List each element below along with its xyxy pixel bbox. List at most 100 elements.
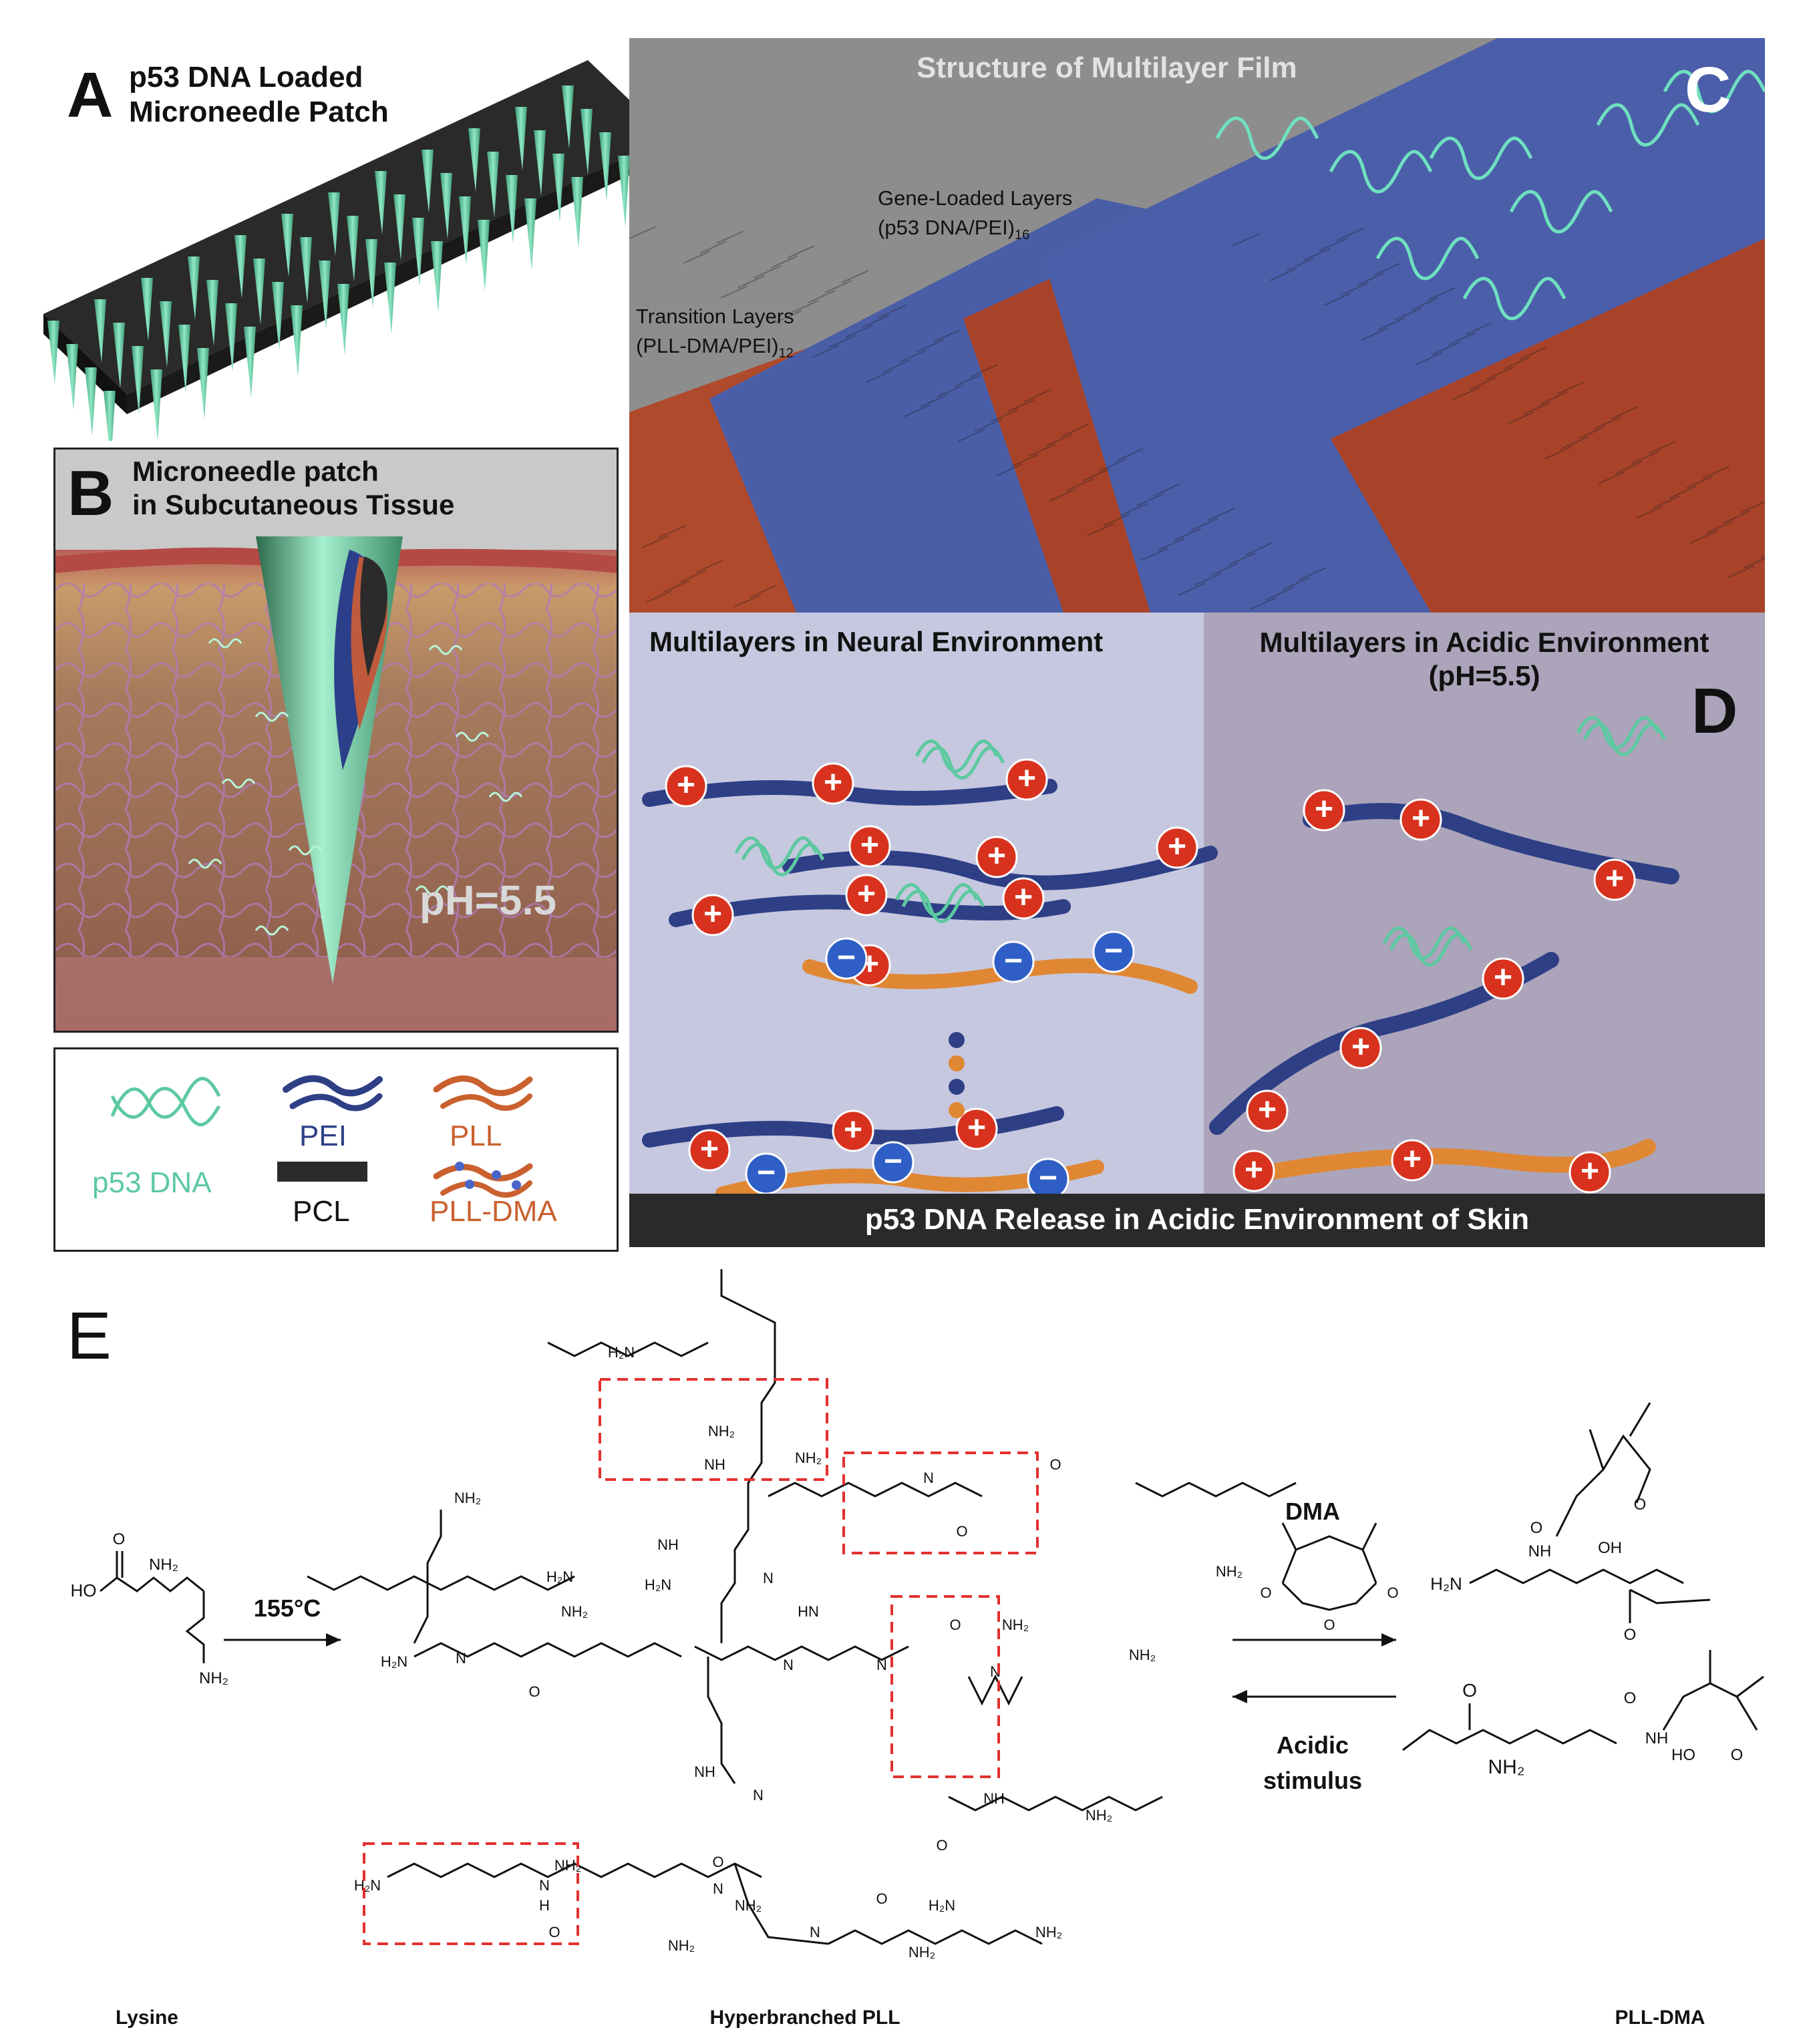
chain-bonds [1281, 1535, 1377, 1584]
plus-circle [665, 765, 707, 808]
fiber-stroke [1556, 381, 1585, 395]
transition-line1: Transition Layers [636, 305, 794, 328]
atom-label: N [763, 1570, 774, 1586]
plus-circle [1339, 1027, 1382, 1069]
transition-layers-label: Transition Layers (PLL-DMA/PEI)12 [636, 302, 794, 368]
dna-strand [415, 885, 450, 896]
microneedle-patch-illustration [43, 60, 668, 441]
atom-label: O [876, 1890, 887, 1907]
fiber-stroke [1594, 416, 1622, 430]
panel-d-left-title: Multilayers in Neural Environment [649, 626, 1104, 657]
fiber-stroke [1190, 518, 1218, 531]
plus-sign: + [1014, 880, 1033, 915]
positive-charge: + [1246, 1089, 1289, 1132]
microneedle [440, 173, 452, 239]
atom-label: O [528, 1683, 540, 1700]
plus-circle [975, 836, 1018, 878]
fiber-stroke [1577, 426, 1605, 440]
fiber-stroke [629, 226, 657, 239]
plus-sign: + [1168, 829, 1186, 864]
microneedle [468, 128, 480, 192]
minus-sign: − [757, 1155, 776, 1190]
microneedle [197, 348, 209, 419]
fiber-stroke [733, 594, 761, 608]
fiber-stroke [695, 560, 723, 573]
arrowhead [1232, 1690, 1247, 1703]
highlight-box [890, 1595, 1000, 1778]
atom-label: O [712, 1854, 723, 1870]
chain-bonds [1402, 1729, 1617, 1751]
microneedle [225, 303, 237, 372]
plus-sign: + [844, 1112, 862, 1148]
negative-charge: − [1092, 930, 1135, 973]
plus-sign: + [857, 876, 876, 912]
panel-b-letter: B [67, 458, 114, 529]
atom-label: H₂N [546, 1568, 573, 1585]
fiber-stroke [937, 384, 965, 397]
methyl-bond [1736, 1675, 1764, 1698]
negative-charge: − [872, 1141, 915, 1184]
fiber-stroke [1153, 483, 1181, 496]
fiber-stroke [862, 315, 890, 328]
microneedle [422, 150, 434, 213]
positive-charge: + [1156, 826, 1198, 869]
microneedle [515, 107, 527, 170]
microneedle [132, 346, 144, 415]
positive-charge: + [1593, 858, 1636, 901]
positive-charge: + [1339, 1027, 1382, 1069]
fiber-stroke [1061, 423, 1090, 437]
dna-strand [741, 843, 825, 876]
branch [768, 1482, 983, 1498]
fiber-stroke [1065, 478, 1094, 492]
minus-circle [825, 937, 868, 980]
atom-label: O [1634, 1496, 1647, 1514]
negative-charge: − [825, 937, 868, 980]
fiber-stroke [1544, 446, 1572, 460]
fiber-stroke [1428, 287, 1456, 301]
panel-a: A p53 DNA Loaded Microneedle Patch [0, 0, 668, 441]
panel-a-title-line1: p53 DNA Loaded [129, 61, 363, 94]
chain-bonds [733, 1863, 829, 1945]
dna-strand [255, 711, 289, 722]
fiber-stroke [1702, 466, 1730, 479]
fiber-stroke [1099, 458, 1127, 472]
atom-label: O [936, 1837, 947, 1854]
microneedle [384, 263, 396, 334]
temperature-label: 155°C [254, 1594, 321, 1622]
minus-circle [872, 1141, 915, 1184]
fiber-stroke [841, 270, 869, 283]
plus-sign: + [1412, 801, 1430, 836]
plus-circle [688, 1129, 731, 1172]
atom-label: NH [1528, 1542, 1552, 1560]
microneedle [281, 214, 293, 277]
ellipsis-dot [949, 1032, 965, 1048]
branch [387, 1862, 762, 1878]
fiber-stroke [953, 374, 981, 387]
plus-sign: + [1315, 792, 1333, 827]
fiber-stroke [1486, 367, 1514, 380]
microneedle [319, 261, 331, 329]
plldma-label: PLL-DMA [1615, 2007, 1705, 2029]
microneedle [337, 284, 349, 355]
fiber-stroke [1415, 352, 1443, 365]
atom-label: O [1624, 1626, 1637, 1644]
dna-helix [1462, 277, 1567, 321]
atom-label: NH₂ [149, 1556, 178, 1574]
panel-b-title: Microneedle patch in Subcutaneous Tissue [132, 455, 454, 522]
pei-chain [1303, 803, 1679, 884]
fiber-stroke [720, 285, 748, 299]
atom-label: N [753, 1787, 764, 1804]
legend-pei-label: PEI [299, 1120, 347, 1152]
atom-label: OH [1598, 1539, 1622, 1557]
microneedle [581, 109, 593, 175]
fiber-stroke [1560, 436, 1589, 450]
fiber-stroke [1086, 523, 1114, 536]
panel-e-letter: E [67, 1299, 112, 1373]
fiber-stroke [1136, 493, 1164, 506]
microneedle [300, 237, 312, 303]
atom-label: H₂N [608, 1344, 635, 1361]
microneedle [150, 369, 162, 441]
fiber-stroke [1303, 248, 1331, 261]
positive-charge: + [1399, 798, 1442, 841]
microneedle [272, 282, 284, 351]
